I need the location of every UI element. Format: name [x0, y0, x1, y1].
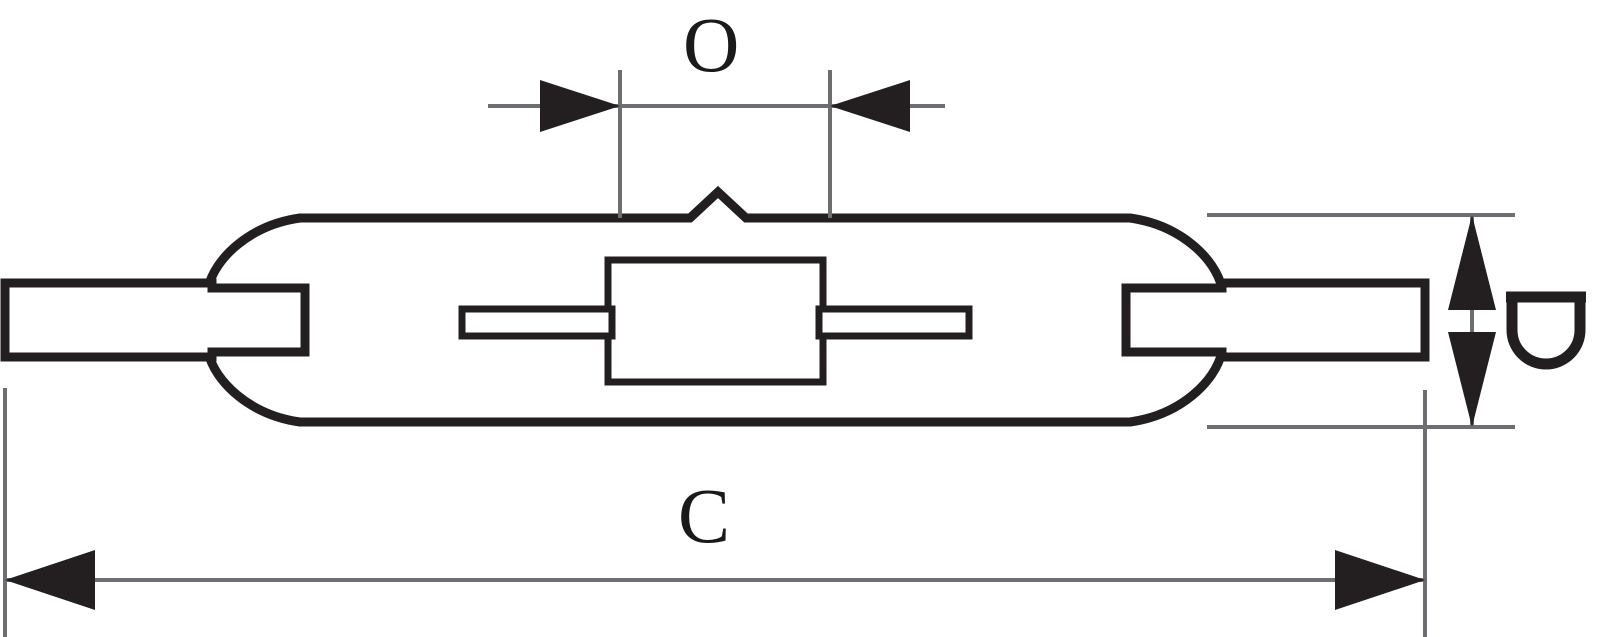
diameter-arrowhead-top [1448, 215, 1496, 310]
o-arrowhead-right [830, 80, 910, 132]
right-support-rod [815, 305, 973, 340]
left-end-cap [0, 278, 310, 362]
electrode-block [604, 256, 827, 386]
diameter-dimension [1207, 213, 1515, 429]
overall-length-dimension [3, 388, 1427, 637]
left-support-rod [458, 305, 616, 340]
diameter-arrowhead-bottom [1448, 332, 1496, 427]
arc-gap-dimension [488, 70, 945, 218]
diameter-symbol-icon [1506, 291, 1586, 370]
right-end-cap [1121, 278, 1430, 362]
c-arrowhead-right [1335, 550, 1425, 610]
overall-length-dimension-label: C [678, 472, 731, 559]
c-arrowhead-left [5, 550, 95, 610]
o-arrowhead-left [540, 80, 620, 132]
arc-gap-dimension-label: O [683, 1, 740, 88]
